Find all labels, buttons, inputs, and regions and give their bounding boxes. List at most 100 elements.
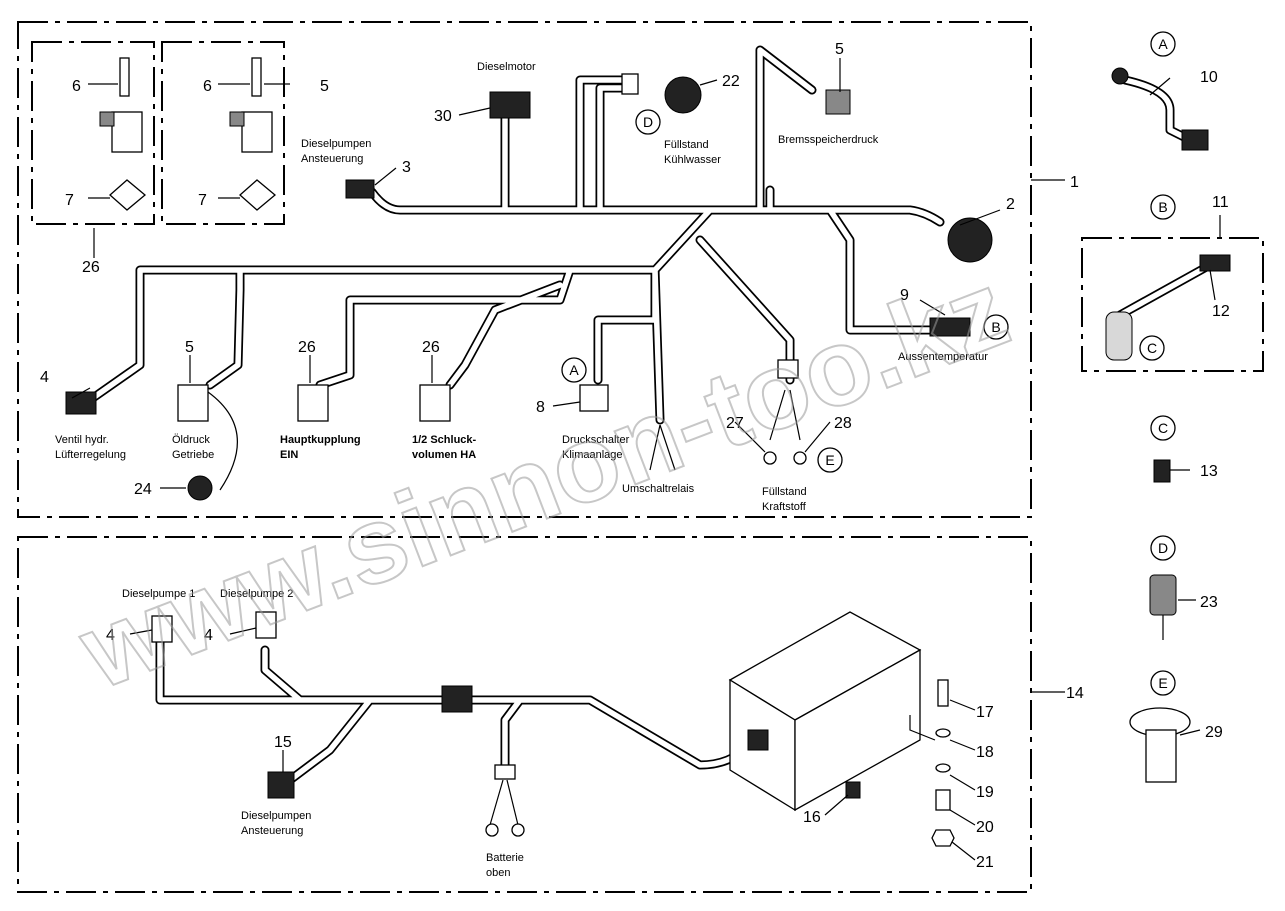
callout-23: 23 — [1200, 594, 1218, 611]
label-druckschalter-2: Klimaanlage — [562, 449, 623, 461]
main-harness-wires — [85, 45, 945, 491]
reference-markers: A A B B C C D D E E — [561, 31, 1176, 696]
screw-17 — [937, 679, 949, 707]
spacer-20 — [935, 789, 951, 811]
callout-27: 27 — [726, 415, 744, 432]
fuel-level-splice — [777, 359, 799, 379]
marker-e-right — [1150, 670, 1176, 696]
text-labels: Dieselmotor Dieselpumpen Ansteuerung Fül… — [55, 61, 988, 879]
label-ventil-2: Lüfterregelung — [55, 449, 126, 461]
marker-a-harness-text: A — [569, 362, 579, 378]
marker-a-top — [1150, 31, 1176, 57]
marker-b-harness-text: B — [991, 319, 1000, 335]
label-batterie: Batterie — [486, 852, 524, 864]
callout-1: 1 — [1070, 174, 1079, 191]
marker-d-harness — [635, 109, 661, 135]
callout-4c: 4 — [204, 627, 213, 644]
dieselpumpen-ansteuerung-plug — [345, 179, 375, 199]
outside-temp-plug — [929, 317, 971, 337]
dieselmotor-connector — [489, 91, 531, 119]
callout-3: 3 — [402, 159, 411, 176]
callout-29: 29 — [1205, 724, 1223, 741]
callout-2: 2 — [1006, 196, 1015, 213]
label-fuellstand-1: Füllstand — [664, 139, 709, 151]
marker-c-right — [1150, 415, 1176, 441]
battery-ring-2 — [511, 823, 525, 837]
callout-26a: 26 — [82, 259, 100, 276]
marker-b-harness — [983, 314, 1009, 340]
callout-19: 19 — [976, 784, 994, 801]
label-dieselpumpen-1: Dieselpumpen — [301, 138, 371, 150]
callout-13: 13 — [1200, 463, 1218, 480]
label-kuehlwasser: Kühlwasser — [664, 154, 721, 166]
callout-7b: 7 — [198, 192, 207, 209]
sub-harness-wires — [155, 635, 755, 826]
callout-21: 21 — [976, 854, 994, 871]
frame-kit-a — [31, 41, 155, 225]
callout-8: 8 — [536, 399, 545, 416]
label-dieselpumpen-2: Dieselpumpen — [241, 810, 311, 822]
ac-switch-lead-plug — [1181, 129, 1209, 151]
parts — [65, 57, 1231, 847]
callout-4a: 4 — [40, 369, 49, 386]
temp-sensor-body — [1105, 311, 1133, 361]
pump-control-plug-15 — [267, 771, 295, 799]
label-aussentemperatur: Aussentemperatur — [898, 351, 988, 363]
oil-pressure-sensor — [187, 475, 213, 501]
marker-c-box — [1139, 335, 1165, 361]
callout-16: 16 — [803, 809, 821, 826]
tank-sender-tube — [1145, 729, 1177, 783]
fan-valve-plug — [65, 391, 97, 415]
frames — [17, 21, 1264, 893]
temp-sensor-plug — [1199, 254, 1231, 272]
label-bremsspeicherdruck: Bremsspeicherdruck — [778, 134, 879, 146]
pump1-connector — [151, 615, 173, 643]
label-dieselpumpe-1: Dieselpumpe 1 — [122, 588, 195, 600]
label-umschaltrelais: Umschaltrelais — [622, 483, 695, 495]
label-schluck-1: 1/2 Schluck- — [412, 434, 477, 446]
marker-a-harness — [561, 357, 587, 383]
callout-6b: 6 — [203, 78, 212, 95]
callout-6a: 6 — [72, 78, 81, 95]
callout-4b: 4 — [106, 627, 115, 644]
label-kraftstoff: Kraftstoff — [762, 501, 807, 513]
callout-5b: 5 — [320, 78, 329, 95]
marker-d-right — [1150, 535, 1176, 561]
ring-terminal-28 — [793, 451, 807, 465]
brake-pressure-plug — [825, 89, 851, 115]
marker-d-right-text: D — [1158, 540, 1168, 556]
callout-11: 11 — [1212, 194, 1229, 211]
callout-5a: 5 — [835, 41, 844, 58]
washer-18 — [935, 728, 951, 738]
marker-d-harness-text: D — [643, 114, 653, 130]
sensor-13-body — [1153, 459, 1171, 483]
marker-b-right-text: B — [1158, 199, 1167, 215]
frame-kit-b — [161, 41, 285, 225]
callout-10: 10 — [1200, 69, 1218, 86]
nut-21 — [931, 829, 955, 847]
pump2-connector — [255, 611, 277, 639]
inline-fuse-holder — [621, 73, 639, 95]
label-dieselmotor: Dieselmotor — [477, 61, 536, 73]
callout-26b: 26 — [298, 339, 316, 356]
label-hauptkupplung-1: Hauptkupplung — [280, 434, 361, 446]
fuse-16 — [845, 781, 861, 799]
half-displacement-coil — [419, 384, 451, 422]
callout-18: 18 — [976, 744, 994, 761]
grommet — [441, 685, 473, 713]
callout-17: 17 — [976, 704, 994, 721]
battery-splice — [494, 764, 516, 780]
battery-ring-1 — [485, 823, 499, 837]
valve-coil-kit-a — [99, 57, 147, 211]
label-oben: oben — [486, 867, 510, 879]
marker-e-harness — [817, 447, 843, 473]
oil-pressure-coil — [177, 384, 209, 422]
callout-22: 22 — [722, 73, 740, 90]
marker-a-top-text: A — [1158, 36, 1168, 52]
callout-12: 12 — [1212, 303, 1230, 320]
callout-numbers: 6 6 5 7 7 26 30 3 22 5 1 2 9 4 5 26 26 8… — [40, 41, 1230, 871]
ring-terminal-27 — [763, 451, 777, 465]
frame-main-harness — [17, 21, 1032, 518]
label-oeldruck-1: Öldruck — [172, 434, 210, 446]
